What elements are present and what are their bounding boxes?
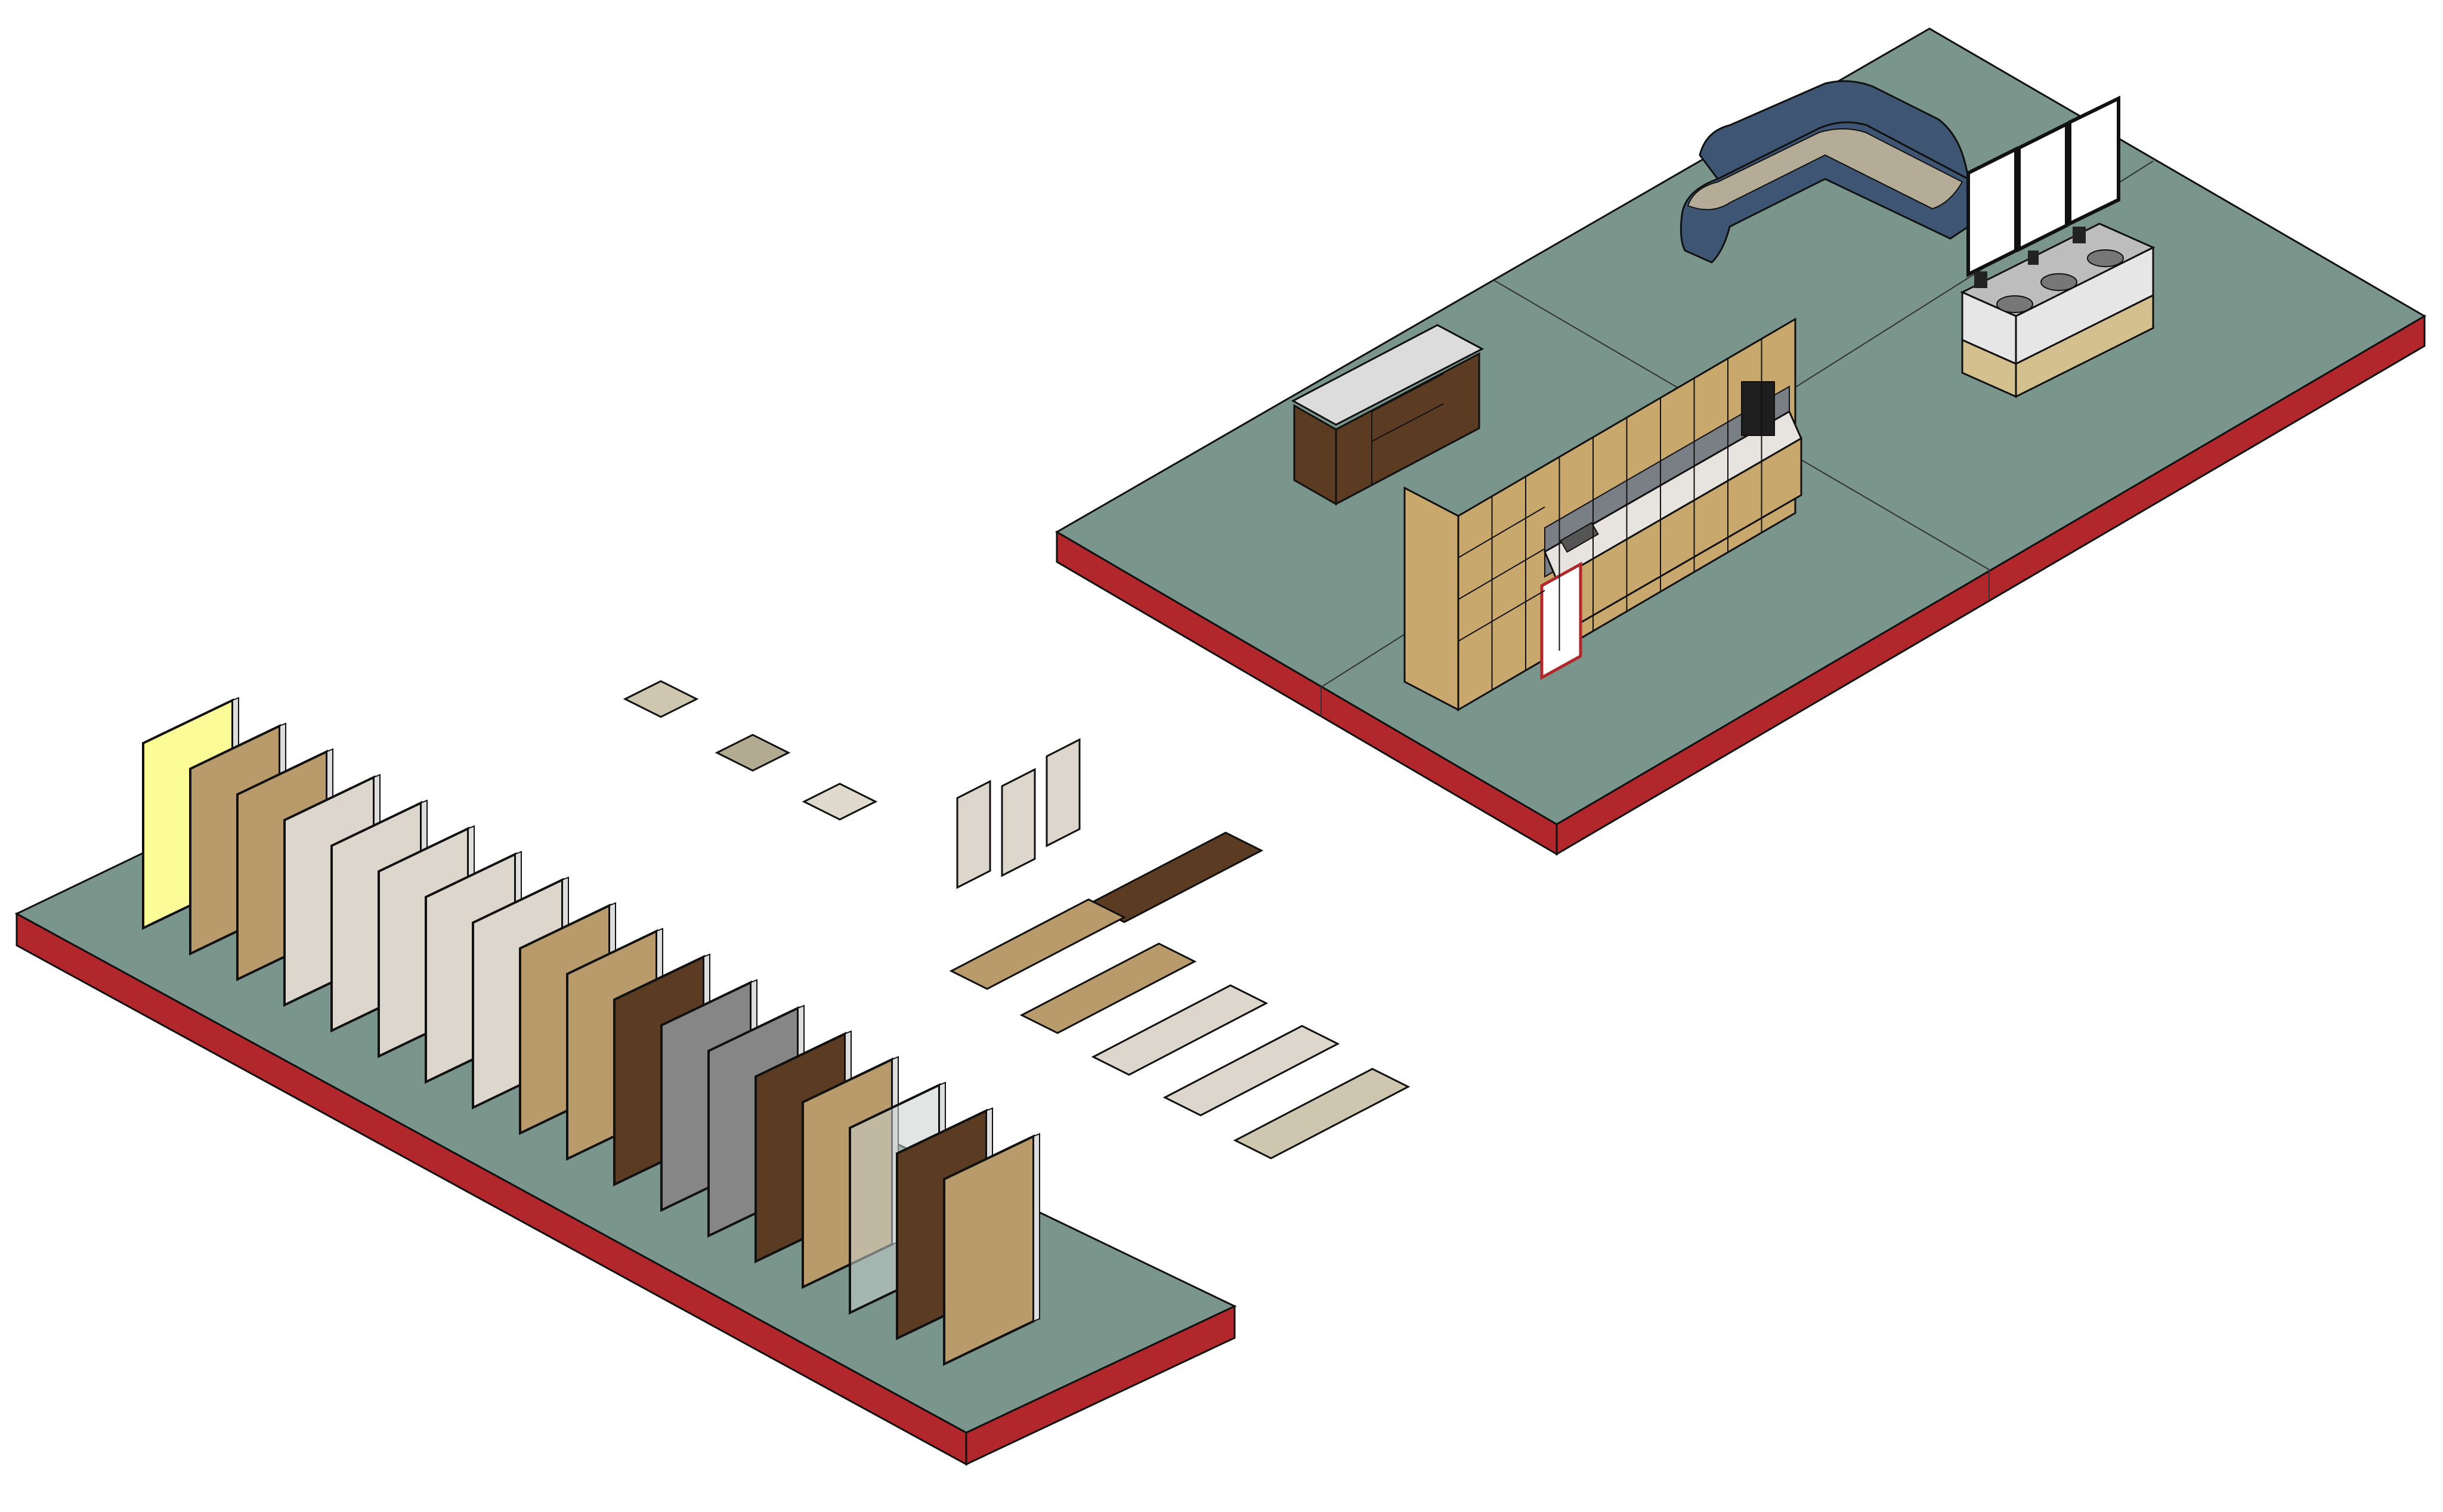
sofa-cushion xyxy=(1687,128,1963,211)
coffee-machine-icon xyxy=(1741,381,1775,436)
door-panel-samples xyxy=(956,738,1081,889)
vanity-mirror xyxy=(1966,146,2018,277)
sink-basin xyxy=(2087,249,2124,267)
faucet-icon xyxy=(1974,271,1987,288)
countertop-strip-sample xyxy=(1091,984,1269,1076)
floor-tile-sample xyxy=(623,680,699,718)
cabinet-shelf-line xyxy=(1458,548,1545,600)
dark-sideboard xyxy=(1291,324,1485,506)
room-platform-side-right xyxy=(1556,314,2426,856)
countertop-strip-sample xyxy=(1162,1025,1340,1117)
sample-platform-side-right xyxy=(965,1304,1236,1466)
door-panel-sample xyxy=(1046,738,1081,848)
floor-tile-sample xyxy=(802,783,878,821)
countertop-strip-sample xyxy=(1086,831,1264,923)
sink-icon xyxy=(1560,522,1599,553)
faucet-icon xyxy=(2028,251,2039,265)
countertop-strip-sample xyxy=(1233,1068,1411,1159)
vanity-base-side xyxy=(2015,293,2154,398)
countertop-strip-samples xyxy=(949,831,1411,1159)
vanity-mirror xyxy=(2068,95,2120,227)
countertop-strip-sample xyxy=(949,898,1127,990)
kitchen-tall-cabinet-front xyxy=(1403,486,1459,712)
material-sample-panels xyxy=(142,697,1040,1366)
vanity-mirror xyxy=(2017,121,2068,252)
panel-edge xyxy=(1033,1133,1040,1322)
drawer-line xyxy=(1371,403,1444,442)
kitchen-wall-unit xyxy=(1403,317,1802,712)
sideboard-top xyxy=(1291,324,1485,426)
drawer-line xyxy=(1371,373,1444,412)
sink-basin xyxy=(1996,295,2033,313)
door-panel-sample xyxy=(956,780,991,889)
floor-tile-samples xyxy=(623,680,878,821)
faucet-icon xyxy=(2073,227,2086,243)
countertop-strip-sample xyxy=(1019,942,1197,1034)
cabinet-shelf-line xyxy=(1458,590,1545,642)
cabinet-shelf-line xyxy=(1458,506,1545,558)
floor-tile-sample xyxy=(715,734,791,772)
vanity-with-mirrors xyxy=(1960,95,2156,398)
door-panel-sample xyxy=(1001,768,1036,877)
sink-basin xyxy=(2040,273,2077,291)
cabinet-grid-lines xyxy=(1458,339,1762,690)
refrigerator-door xyxy=(1540,561,1582,681)
sofa-backrest xyxy=(1699,80,1969,181)
